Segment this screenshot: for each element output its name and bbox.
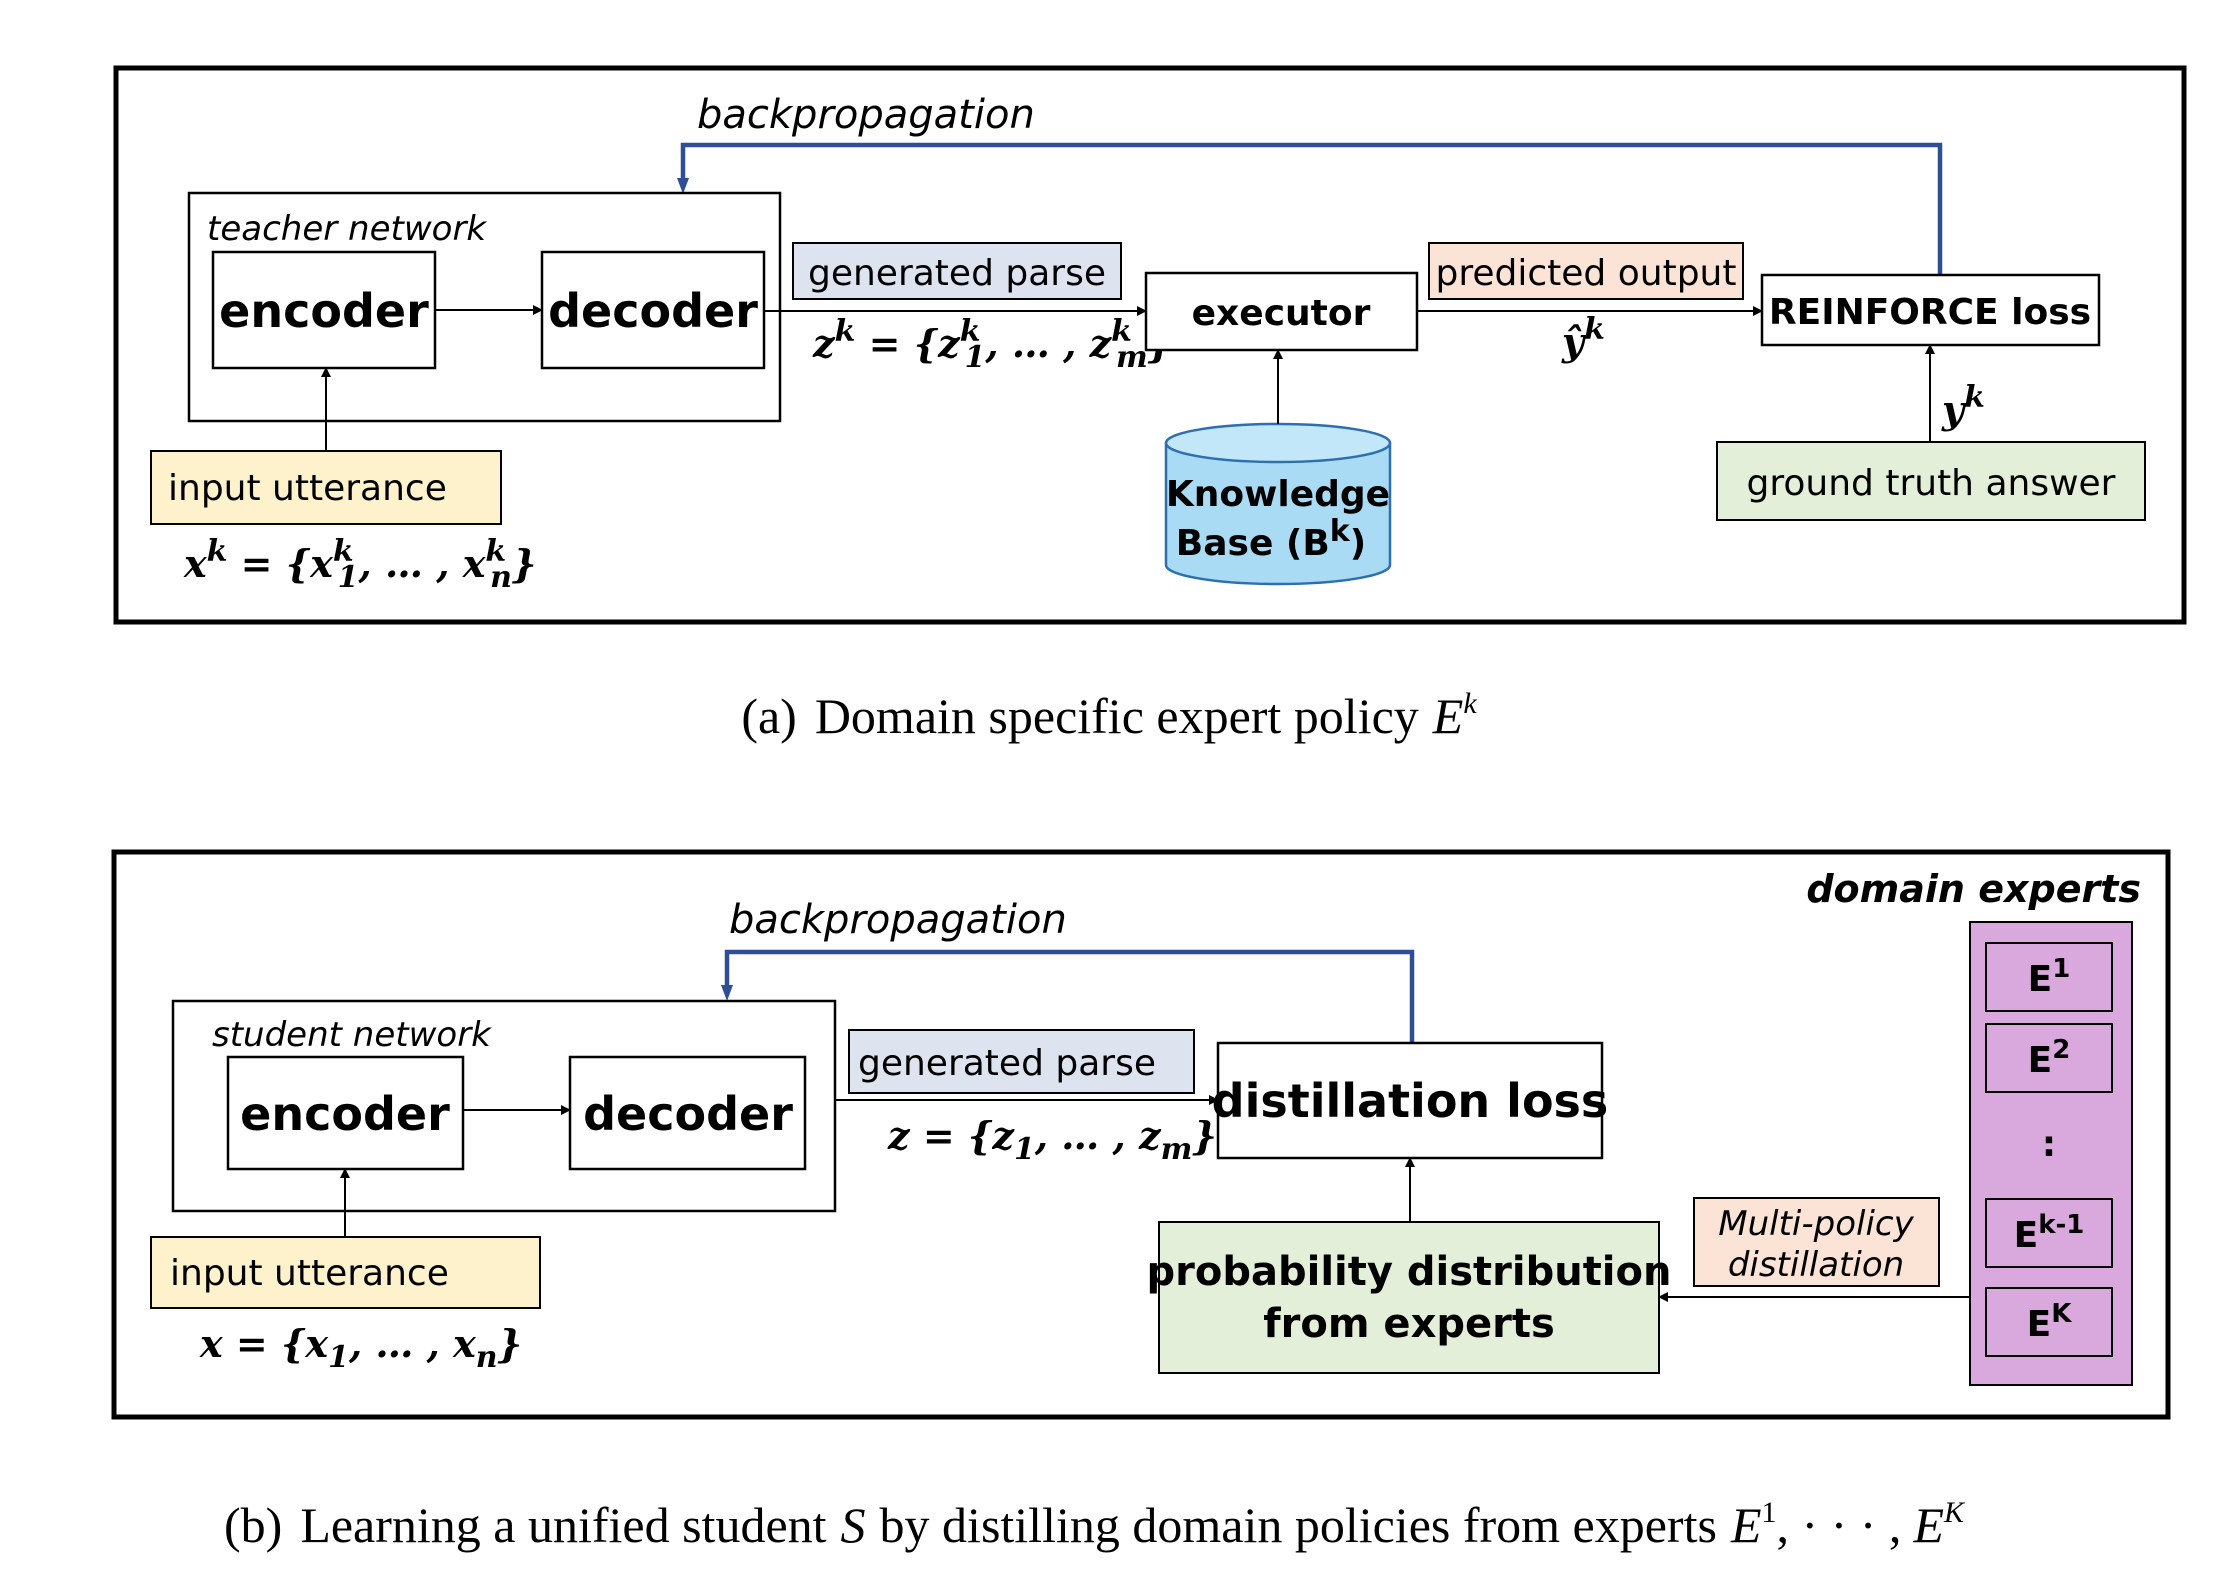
backprop-arrow-a <box>677 142 1943 275</box>
parse-sequence-b: z = {z1, … , zm} <box>887 1113 1217 1167</box>
expert-label: : <box>2042 1124 2056 1165</box>
decoder-box-a <box>540 250 766 370</box>
encoder-label-b: encoder <box>240 1087 450 1141</box>
reinforce-loss-label: REINFORCE loss <box>1769 292 2091 333</box>
multi-policy-label-2: distillation <box>1728 1245 1904 1285</box>
probability-distribution-box <box>1158 1221 1660 1374</box>
expert-box <box>1985 942 2113 1012</box>
probability-distribution-label-1: probability distribution <box>1147 1249 1672 1295</box>
multi-policy-label-1: Multi-policy <box>1718 1204 1914 1244</box>
student-network-label: student network <box>212 1015 492 1055</box>
ground-truth-box <box>1716 441 2146 521</box>
generated-parse-label-b: generated parse <box>858 1043 1156 1084</box>
decoder-box-b <box>568 1055 807 1171</box>
distillation-loss-box <box>1216 1041 1604 1160</box>
teacher-network-label: teacher network <box>207 209 487 249</box>
ground-truth-y: yk <box>1941 380 1985 432</box>
input-sequence-b: x = {x1, … , xn} <box>199 1321 522 1375</box>
executor-label: executor <box>1192 293 1371 334</box>
expert-label: E2 <box>2028 1035 2071 1081</box>
expert-box <box>1985 1198 2113 1268</box>
reinforce-loss-box <box>1760 273 2101 347</box>
panel-a-frame <box>113 65 2187 625</box>
expert-box <box>1985 1287 2113 1357</box>
panel-b-frame <box>111 849 2171 1420</box>
input-utterance-label-b: input utterance <box>170 1253 449 1294</box>
expert-label: EK <box>2027 1299 2073 1345</box>
expert-box <box>1985 1023 2113 1093</box>
ground-truth-label: ground truth answer <box>1747 463 2116 504</box>
backprop-label-a: backpropagation <box>697 92 1035 138</box>
expert-label: Ek-1 <box>2014 1210 2085 1256</box>
encoder-label-a: encoder <box>219 284 429 338</box>
generated-parse-box-b <box>848 1029 1195 1094</box>
backprop-label-b: backpropagation <box>729 897 1067 943</box>
input-utterance-box-b <box>150 1236 541 1309</box>
panel-b: domain experts backpropagation student n… <box>111 849 2171 1553</box>
decoder-label-b: decoder <box>583 1087 793 1141</box>
domain-experts-label: domain experts <box>1806 867 2141 911</box>
expert-label: E1 <box>2028 954 2071 1000</box>
probability-distribution-label-2: from experts <box>1263 1301 1555 1347</box>
generated-parse-label-a: generated parse <box>808 253 1106 294</box>
distillation-loss-label: distillation loss <box>1212 1074 1609 1128</box>
knowledge-base-cylinder <box>1164 422 1392 586</box>
decoder-label-a: decoder <box>548 284 758 338</box>
predicted-y-hat: ŷk <box>1561 312 1605 364</box>
knowledge-base-label-1: Knowledge <box>1166 474 1390 515</box>
panel-a: backpropagation teacher network encoder … <box>113 65 2187 744</box>
backprop-arrow-b <box>721 949 1415 1047</box>
parse-sequence-a: zk = {zk1, … , zkm} <box>812 314 1172 375</box>
knowledge-base-label-2: Base (Bk) <box>1176 514 1366 564</box>
input-utterance-label-a: input utterance <box>168 468 447 509</box>
multi-policy-box <box>1693 1197 1940 1287</box>
generated-parse-box-a <box>792 242 1122 300</box>
predicted-output-box <box>1428 242 1744 300</box>
predicted-output-label: predicted output <box>1436 253 1737 294</box>
